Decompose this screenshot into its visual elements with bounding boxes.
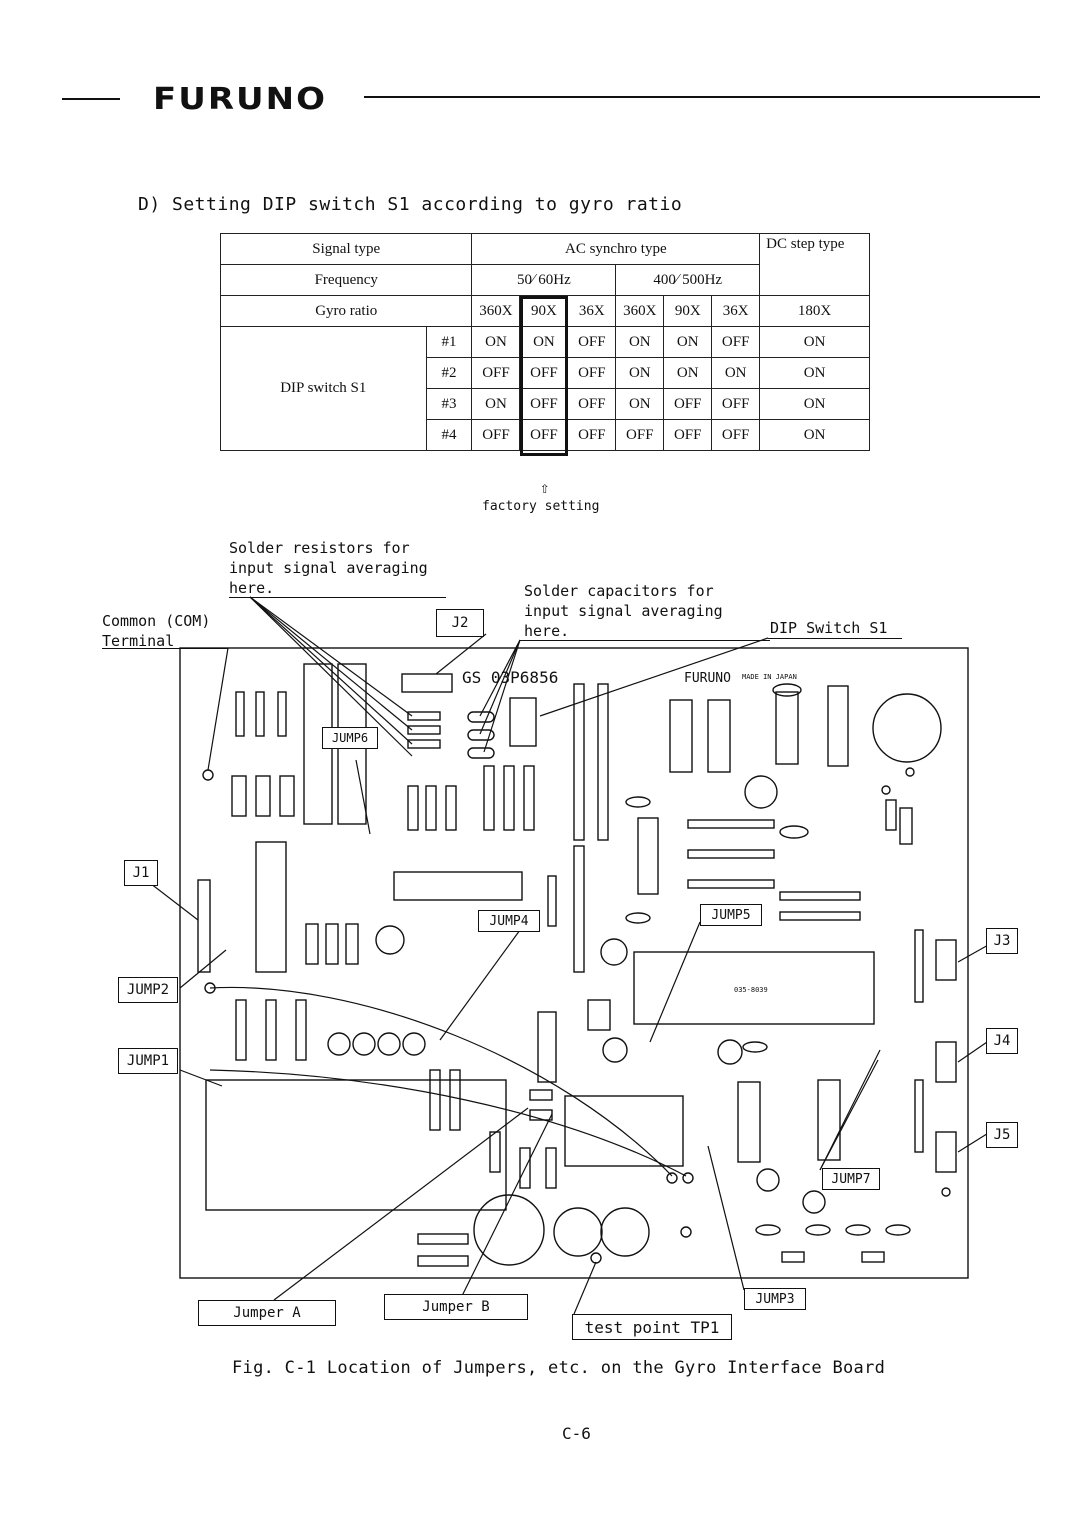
ratio-cell: 360X — [471, 295, 521, 327]
jump7-label: JUMP7 — [822, 1168, 880, 1190]
setting-cell: OFF — [615, 419, 665, 451]
board-maker: FURUNO — [684, 671, 731, 686]
table-row: Signal type AC synchro type DC step type — [219, 233, 870, 296]
ac-synchro-type: AC synchro type — [471, 233, 761, 265]
j2-label: J2 — [436, 609, 484, 637]
setting-cell: ON — [471, 326, 521, 358]
note-underline — [102, 648, 228, 649]
jump1-label: JUMP1 — [118, 1048, 178, 1074]
setting-cell: ON — [615, 326, 665, 358]
factory-setting-label: factory setting — [482, 499, 600, 514]
section-title: D) Setting DIP switch S1 according to gy… — [138, 194, 683, 215]
setting-cell: ON — [615, 388, 665, 420]
up-arrow-icon: ⇧ — [540, 478, 550, 497]
setting-cell: OFF — [567, 388, 617, 420]
setting-cell: OFF — [567, 419, 617, 451]
furuno-logo: FURUNO — [153, 81, 327, 117]
jump3-label: JUMP3 — [744, 1288, 806, 1310]
header-rule-right — [364, 96, 1040, 98]
freq-400-500: 400∕ 500Hz — [615, 264, 761, 296]
setting-cell: OFF — [567, 326, 617, 358]
jump2-label: JUMP2 — [118, 977, 178, 1003]
jumper-a-label: Jumper A — [198, 1300, 336, 1326]
ratio-cell: 360X — [615, 295, 665, 327]
table-row: #3 ON OFF OFF ON OFF OFF ON — [221, 388, 870, 420]
figure-caption: Fig. C-1 Location of Jumpers, etc. on th… — [232, 1358, 886, 1378]
factory-setting-highlight — [520, 296, 568, 456]
switch-number: #2 — [425, 357, 473, 389]
ratio-cell: 90X — [519, 295, 569, 327]
test-point-tp1-label: test point TP1 — [572, 1314, 732, 1340]
page-number: C-6 — [562, 1424, 591, 1443]
setting-cell: OFF — [519, 357, 569, 389]
j3-label: J3 — [986, 928, 1018, 954]
board-part-number: GS 03P6856 — [462, 668, 558, 687]
solder-capacitors-note: Solder capacitors for input signal avera… — [524, 582, 723, 640]
board-chip-label: 035-8039 — [734, 986, 768, 994]
dip-switch-s1-label: DIP Switch S1 — [770, 619, 888, 637]
table-row: #2 OFF OFF OFF ON ON ON ON — [221, 357, 870, 389]
dc-step-type: DC step type — [759, 233, 870, 296]
j5-label: J5 — [986, 1122, 1018, 1148]
setting-cell: OFF — [471, 419, 521, 451]
setting-cell: OFF — [711, 326, 761, 358]
solder-resistors-note: Solder resistors for input signal averag… — [229, 539, 428, 597]
board-made-in: MADE IN JAPAN — [742, 673, 797, 681]
signal-type-label: Signal type — [219, 233, 473, 265]
setting-cell: OFF — [711, 388, 761, 420]
jump4-label: JUMP4 — [478, 910, 540, 932]
frequency-label: Frequency — [219, 264, 473, 296]
jump6-label: JUMP6 — [322, 727, 378, 749]
setting-cell: ON — [759, 326, 870, 358]
table-row: #4 OFF OFF OFF OFF OFF OFF ON — [221, 419, 870, 451]
board-outline — [179, 647, 969, 1279]
note-underline — [768, 638, 902, 639]
j4-label: J4 — [986, 1028, 1018, 1054]
setting-cell: OFF — [519, 419, 569, 451]
common-terminal-note: Common (COM) Terminal — [102, 612, 211, 650]
setting-cell: ON — [663, 326, 713, 358]
note-underline — [520, 640, 770, 641]
table-row: Frequency 50∕ 60Hz 400∕ 500Hz — [219, 264, 870, 296]
setting-cell: OFF — [471, 357, 521, 389]
jump5-label: JUMP5 — [700, 904, 762, 926]
table-row: DIP switch S1 #1 ON ON OFF ON ON OFF ON — [220, 326, 870, 451]
dip-switch-label: DIP switch S1 — [220, 326, 427, 451]
setting-cell: OFF — [711, 419, 761, 451]
header-rule-left — [62, 98, 120, 100]
gyro-ratio-label: Gyro ratio — [219, 295, 473, 327]
jumper-b-label: Jumper B — [384, 1294, 528, 1320]
note-underline — [229, 597, 446, 598]
ratio-cell: 36X — [711, 295, 761, 327]
j1-label: J1 — [124, 860, 158, 886]
switch-number: #4 — [425, 419, 473, 451]
setting-cell: ON — [759, 419, 870, 451]
dip-switch-table: Signal type AC synchro type DC step type… — [219, 233, 870, 451]
